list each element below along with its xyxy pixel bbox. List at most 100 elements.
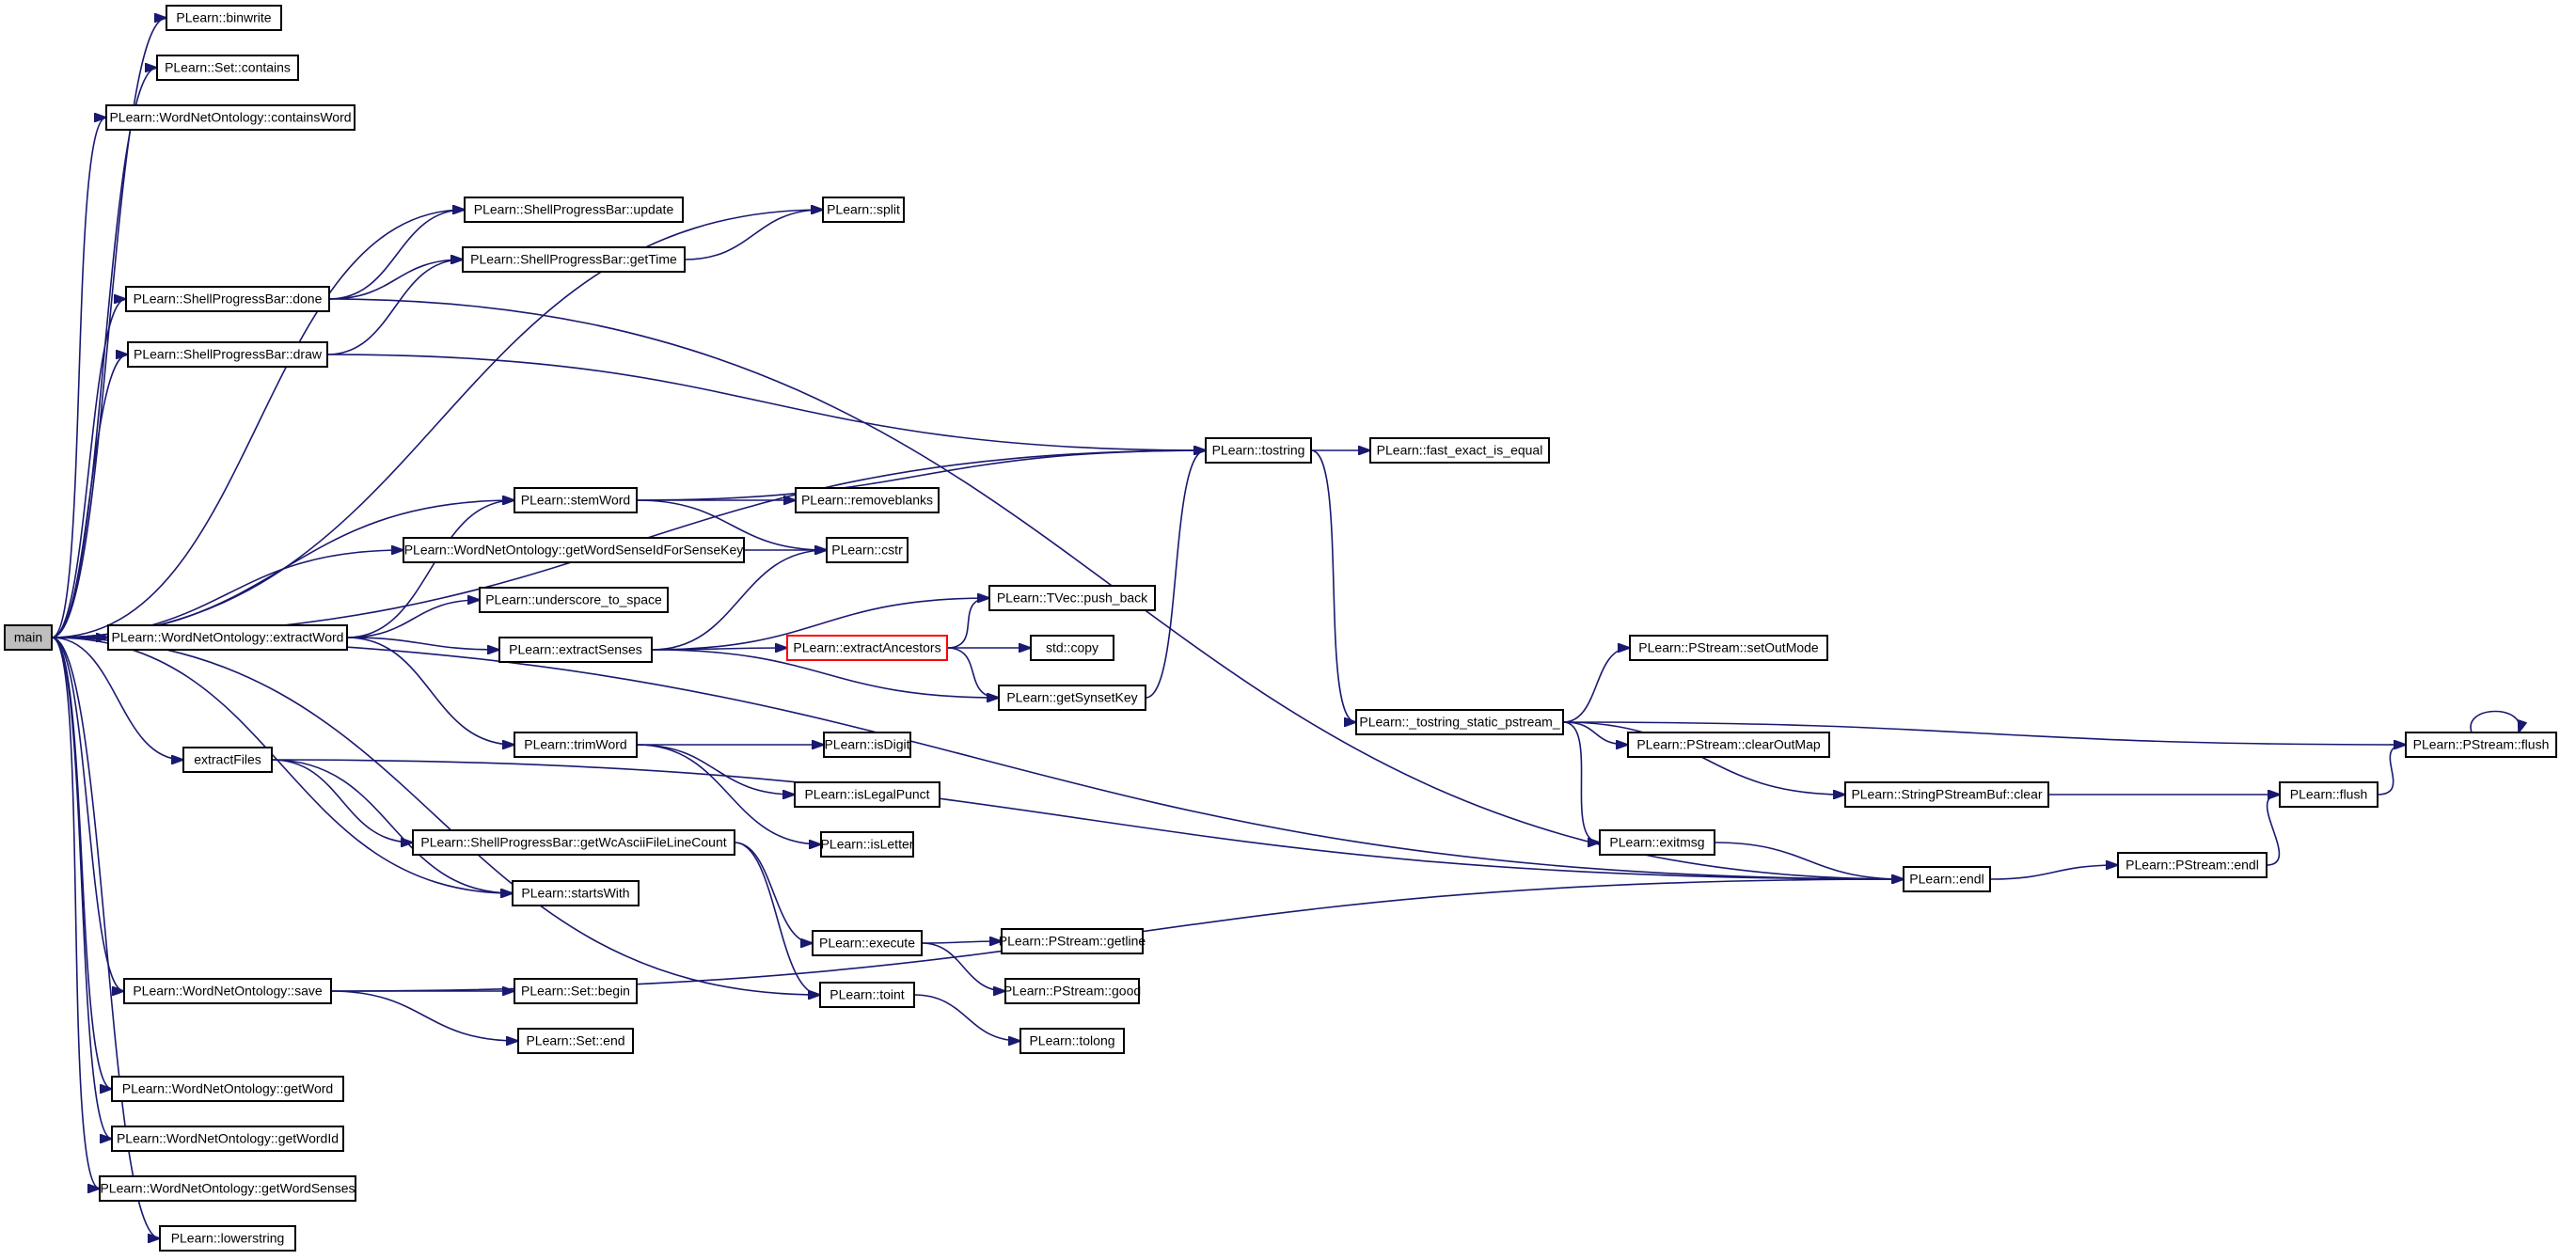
node-extractSenses[interactable]: PLearn::extractSenses <box>498 637 653 663</box>
node-isDigit[interactable]: PLearn::isDigit <box>823 732 911 758</box>
node-set_contains[interactable]: PLearn::Set::contains <box>156 55 299 81</box>
node-label: PLearn::toint <box>830 987 904 1002</box>
node-execute[interactable]: PLearn::execute <box>812 930 923 956</box>
edge-main-to-getWordSenses <box>51 637 100 1189</box>
node-spb_draw[interactable]: PLearn::ShellProgressBar::draw <box>127 341 328 368</box>
node-main[interactable]: main <box>4 624 53 651</box>
node-tolong[interactable]: PLearn::tolong <box>1019 1028 1125 1054</box>
node-spb_update[interactable]: PLearn::ShellProgressBar::update <box>464 197 684 223</box>
node-box <box>1844 781 2049 808</box>
edge-main-to-spb_draw <box>51 354 128 638</box>
edge-extractFiles-to-getWcAscii <box>271 759 413 843</box>
node-endl[interactable]: PLearn::endl <box>1903 866 1991 892</box>
node-box <box>127 341 328 368</box>
node-fast_exact[interactable]: PLearn::fast_exact_is_equal <box>1369 437 1550 464</box>
edge-extractWord-to-stemWord <box>346 500 514 638</box>
node-label: PLearn::ShellProgressBar::getWcAsciiFile… <box>420 835 726 850</box>
edge-extractSenses-to-getSynsetKey <box>651 649 999 698</box>
node-label: PLearn::PStream::setOutMode <box>1638 640 1819 655</box>
node-box <box>823 732 911 758</box>
node-removeblanks[interactable]: PLearn::removeblanks <box>795 487 940 513</box>
node-box <box>514 978 638 1004</box>
node-spsb_clear[interactable]: PLearn::StringPStreamBuf::clear <box>1844 781 2049 808</box>
node-box <box>514 732 638 758</box>
node-startsWith[interactable]: PLearn::startsWith <box>512 880 640 906</box>
node-getline[interactable]: PLearn::PStream::getline <box>999 928 1146 954</box>
node-extractAncestors[interactable]: PLearn::extractAncestors <box>786 635 948 661</box>
node-box <box>156 55 299 81</box>
node-label: PLearn::isDigit <box>824 737 909 752</box>
node-box <box>1355 709 1564 735</box>
node-pstream_flush[interactable]: PLearn::PStream::flush <box>2405 732 2557 758</box>
node-label: PLearn::endl <box>1909 872 1983 887</box>
node-label: PLearn::split <box>827 202 900 217</box>
node-binwrite[interactable]: PLearn::binwrite <box>166 5 282 31</box>
node-set_end[interactable]: PLearn::Set::end <box>517 1028 634 1054</box>
node-spb_done[interactable]: PLearn::ShellProgressBar::done <box>125 286 330 312</box>
node-clearOutMap[interactable]: PLearn::PStream::clearOutMap <box>1627 732 1830 758</box>
node-stdcopy[interactable]: std::copy <box>1030 635 1114 661</box>
node-label: PLearn::tostring <box>1212 443 1305 458</box>
edge-toint-to-tolong <box>913 994 1020 1041</box>
node-pstream_endl[interactable]: PLearn::PStream::endl <box>2117 852 2268 878</box>
edge-extractWord-to-extractSenses <box>346 637 499 650</box>
node-flush[interactable]: PLearn::flush <box>2279 781 2378 808</box>
node-getSynsetKey[interactable]: PLearn::getSynsetKey <box>998 685 1146 711</box>
edge-spb_done-to-spb_update <box>328 210 465 300</box>
node-label: PLearn::binwrite <box>176 10 271 25</box>
node-set_begin[interactable]: PLearn::Set::begin <box>514 978 638 1004</box>
node-cstr[interactable]: PLearn::cstr <box>826 537 909 563</box>
node-label: PLearn::PStream::good <box>1004 984 1141 999</box>
node-getWordSenses[interactable]: PLearn::WordNetOntology::getWordSenses <box>99 1175 356 1202</box>
node-box <box>988 585 1156 611</box>
node-box <box>1627 732 1830 758</box>
node-spb_getTime[interactable]: PLearn::ShellProgressBar::getTime <box>462 246 686 273</box>
node-label: PLearn::underscore_to_space <box>485 592 662 607</box>
node-tostring_static[interactable]: PLearn::_tostring_static_pstream_ <box>1355 709 1564 735</box>
edge-main-to-containsWord <box>51 118 106 638</box>
node-split[interactable]: PLearn::split <box>822 197 905 223</box>
node-label: PLearn::fast_exact_is_equal <box>1377 443 1543 458</box>
node-exitmsg[interactable]: PLearn::exitmsg <box>1599 829 1715 856</box>
edge-main-to-spb_done <box>51 299 126 638</box>
edge-main-to-endl <box>51 637 1904 879</box>
node-extractFiles[interactable]: extractFiles <box>182 747 273 773</box>
node-save[interactable]: PLearn::WordNetOntology::save <box>123 978 332 1004</box>
node-setOutMode[interactable]: PLearn::PStream::setOutMode <box>1629 635 1828 661</box>
node-isLetter[interactable]: PLearn::isLetter <box>820 831 914 858</box>
node-tostring[interactable]: PLearn::tostring <box>1205 437 1312 464</box>
edge-tostring_static-to-spsb_clear <box>1562 721 1845 795</box>
edge-main-to-toint <box>51 637 820 995</box>
node-label: PLearn::TVec::push_back <box>997 591 1148 606</box>
node-getWord[interactable]: PLearn::WordNetOntology::getWord <box>111 1076 344 1102</box>
node-containsWord[interactable]: PLearn::WordNetOntology::containsWord <box>105 104 356 131</box>
node-underscore[interactable]: PLearn::underscore_to_space <box>479 587 669 613</box>
node-getWordId[interactable]: PLearn::WordNetOntology::getWordId <box>111 1126 344 1152</box>
edge-extractWord-to-trimWord <box>346 637 514 745</box>
node-label: PLearn::tolong <box>1029 1033 1114 1048</box>
node-getWordSenseId[interactable]: PLearn::WordNetOntology::getWordSenseIdF… <box>403 537 745 563</box>
node-box <box>512 880 640 906</box>
node-toint[interactable]: PLearn::toint <box>819 982 915 1008</box>
node-box <box>2405 732 2557 758</box>
node-box <box>517 1028 634 1054</box>
node-label: std::copy <box>1046 640 1098 655</box>
node-box <box>812 930 923 956</box>
edge-pstream_flush-to-pstream_flush <box>2470 710 2520 733</box>
node-good[interactable]: PLearn::PStream::good <box>1004 978 1141 1004</box>
node-push_back[interactable]: PLearn::TVec::push_back <box>988 585 1156 611</box>
node-isLegalPunct[interactable]: PLearn::isLegalPunct <box>794 781 940 808</box>
edge-tostring_static-to-setOutMode <box>1562 648 1630 723</box>
node-label: extractFiles <box>194 752 261 767</box>
node-extractWord[interactable]: PLearn::WordNetOntology::extractWord <box>107 624 348 651</box>
node-label: PLearn::Set::begin <box>521 984 630 999</box>
node-lowerstring[interactable]: PLearn::lowerstring <box>159 1225 296 1252</box>
node-box <box>464 197 684 223</box>
node-getWcAscii[interactable]: PLearn::ShellProgressBar::getWcAsciiFile… <box>412 829 735 856</box>
edge-flush-to-pstream_flush <box>2377 745 2406 795</box>
node-label: PLearn::ShellProgressBar::getTime <box>470 252 677 267</box>
node-stemWord[interactable]: PLearn::stemWord <box>514 487 638 513</box>
node-trimWord[interactable]: PLearn::trimWord <box>514 732 638 758</box>
edge-stemWord-to-cstr <box>636 499 827 550</box>
node-box <box>99 1175 356 1202</box>
